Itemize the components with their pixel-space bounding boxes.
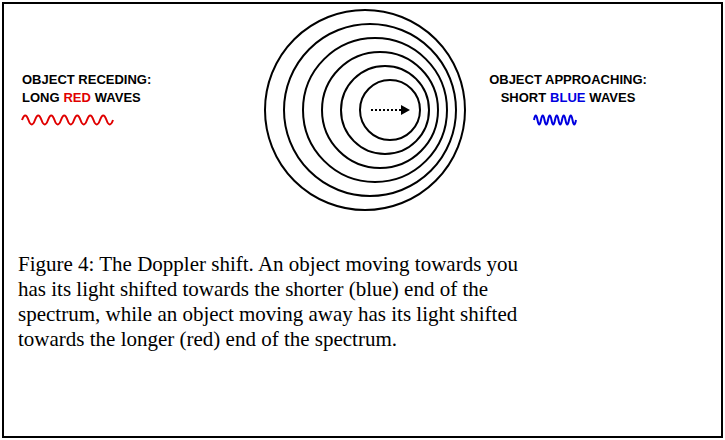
- label-text: LONG: [22, 90, 60, 105]
- wavefront-circles: [265, 10, 465, 210]
- receding-subheading: LONGRED WAVES: [22, 90, 141, 106]
- motion-arrow: [371, 105, 410, 115]
- label-text: OBJECT RECEDING:: [22, 72, 151, 87]
- approaching-subheading: SHORTBLUE WAVES: [478, 90, 658, 106]
- frame: [3, 3, 722, 437]
- label-text: BLUE: [550, 90, 585, 105]
- figure-caption: Figure 4: The Doppler shift. An object m…: [18, 252, 523, 352]
- label-text: RED: [63, 90, 90, 105]
- label-text: WAVES: [95, 90, 141, 105]
- label-text: OBJECT APPROACHING:: [489, 72, 647, 87]
- blue-wave: [534, 116, 576, 125]
- approaching-heading: OBJECT APPROACHING:: [478, 72, 658, 88]
- label-text: SHORT: [501, 90, 547, 105]
- red-wave: [22, 116, 113, 125]
- receding-heading: OBJECT RECEDING:: [22, 72, 151, 88]
- label-text: WAVES: [589, 90, 635, 105]
